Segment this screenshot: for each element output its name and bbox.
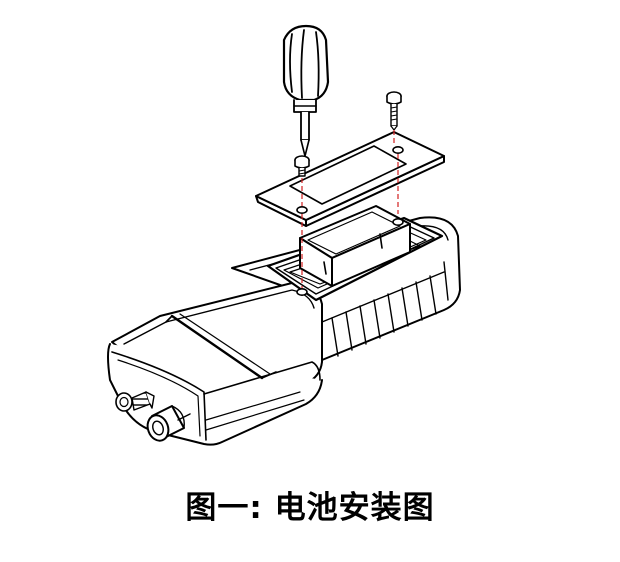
figure-caption: 图一: 电池安装图 (185, 490, 435, 526)
grip-ribs (321, 261, 449, 357)
screw-boss-right (392, 218, 404, 227)
screw-right (386, 91, 402, 131)
bnc-connector-large (146, 405, 191, 442)
battery-cover-plate (255, 131, 445, 227)
battery (299, 205, 411, 287)
screwdriver (282, 24, 330, 157)
bnc-connector-small (115, 391, 155, 412)
alignment-guides (301, 130, 399, 296)
screw-left (294, 155, 310, 177)
screw-boss-left (296, 287, 308, 296)
battery-installation-diagram (107, 24, 461, 446)
